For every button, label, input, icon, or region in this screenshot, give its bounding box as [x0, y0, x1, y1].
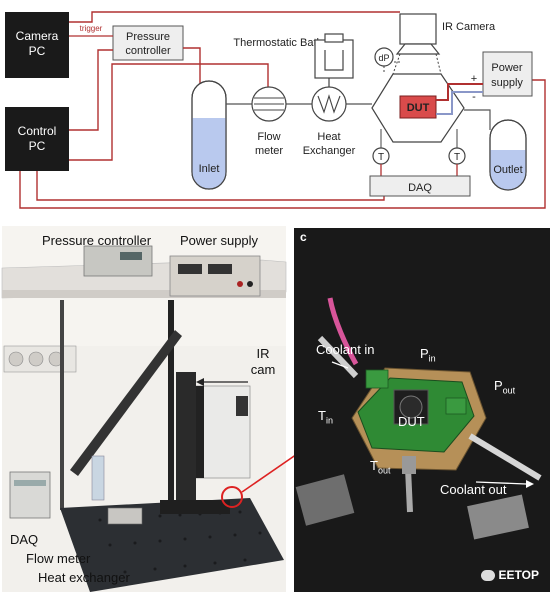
- control-pc-box: [5, 107, 69, 171]
- schematic: Camera PC Control PC Pressure controller…: [5, 11, 546, 209]
- photo-pressure-controller-label: Pressure controller: [42, 233, 152, 248]
- pressure-controller-line2: controller: [125, 45, 171, 57]
- coolant-out-label: Coolant out: [440, 482, 507, 497]
- t-in-photo-label: Tin: [318, 408, 333, 426]
- dut-box: [399, 95, 437, 119]
- p-in-sub: in: [428, 353, 436, 364]
- t-in-main: T: [318, 408, 326, 423]
- watermark-text: EETOP: [498, 568, 539, 582]
- p-out-main: P: [494, 378, 503, 393]
- watermark: EETOP: [480, 568, 539, 582]
- control-pc-line1: Control: [18, 124, 57, 138]
- inlet-tank: [191, 80, 227, 190]
- ir-cam-arrowhead: [196, 378, 204, 386]
- ir-camera-label: IR Camera: [442, 21, 496, 33]
- trigger-label: trigger: [80, 24, 103, 33]
- p-out-sub: out: [502, 385, 516, 396]
- negative-wire: [436, 91, 483, 115]
- outlet-tank: [489, 119, 527, 191]
- dp-sensor: [374, 47, 394, 67]
- t-in-label: T: [378, 152, 384, 163]
- inlet-label: Inlet: [199, 163, 220, 175]
- heat-exchanger-icon: [311, 78, 347, 122]
- panel-letter: c: [300, 230, 307, 244]
- highlight-circle: [221, 486, 243, 508]
- camera-pc-line1: Camera: [16, 29, 59, 43]
- ir-camera-icon: [395, 13, 441, 55]
- photo-flow-meter-label: Flow meter: [26, 551, 91, 566]
- photo-ir-cam-label: IR cam: [250, 346, 276, 377]
- heat-exchanger-line1: Heat: [317, 131, 340, 143]
- t-out-label: T: [454, 152, 460, 163]
- t-out-main: T: [370, 458, 378, 473]
- t-sensor-in: [372, 129, 390, 176]
- camera-pc-box: [5, 12, 69, 78]
- flow-meter-line2: meter: [255, 145, 283, 157]
- p-in-main: P: [420, 346, 429, 361]
- power-supply-box: [482, 51, 533, 97]
- coolant-pipes: [226, 103, 491, 130]
- p-in-label: Pin: [420, 346, 436, 364]
- power-supply-line2: supply: [491, 77, 523, 89]
- minus-label: -: [472, 91, 476, 103]
- t-out-sub: out: [377, 465, 391, 476]
- t-sensor-out: [448, 129, 466, 176]
- outlet-label: Outlet: [493, 164, 522, 176]
- photo-right: [294, 228, 550, 592]
- wechat-icon: [480, 569, 495, 581]
- dp-label: dP: [378, 53, 389, 63]
- daq-box: [369, 175, 471, 197]
- t-in-sub: in: [325, 415, 333, 426]
- highlight-connector: [241, 451, 301, 493]
- coolant-in-label: Coolant in: [316, 342, 375, 357]
- signal-lines: [19, 11, 546, 209]
- dut-label: DUT: [407, 102, 430, 114]
- flow-meter-line1: Flow: [257, 131, 280, 143]
- camera-pc-line2: PC: [29, 44, 46, 58]
- pressure-controller-line1: Pressure: [126, 31, 170, 43]
- thermostatic-bath-icon: [314, 33, 354, 79]
- photo-daq-label: DAQ: [10, 532, 39, 547]
- camera-view-lines: [392, 53, 442, 75]
- p-out-label: Pout: [494, 378, 515, 396]
- control-pc-line2: PC: [29, 139, 46, 153]
- photo-left: [1, 226, 301, 592]
- photo-heat-exchanger-label: Heat exchanger: [38, 570, 130, 585]
- power-supply-line1: Power: [491, 62, 523, 74]
- flow-meter-icon: [251, 86, 287, 122]
- thermostatic-bath-label: Thermostatic Bath: [233, 37, 322, 49]
- pressure-controller-box: [112, 25, 184, 61]
- heat-exchanger-line2: Exchanger: [303, 145, 356, 157]
- t-out-photo-label: Tout: [370, 458, 390, 476]
- photo-power-supply-label: Power supply: [180, 233, 259, 248]
- daq-label: DAQ: [408, 182, 432, 194]
- dut-photo-label: DUT: [398, 414, 425, 429]
- plus-label: +: [471, 73, 477, 85]
- positive-wire: [436, 83, 483, 101]
